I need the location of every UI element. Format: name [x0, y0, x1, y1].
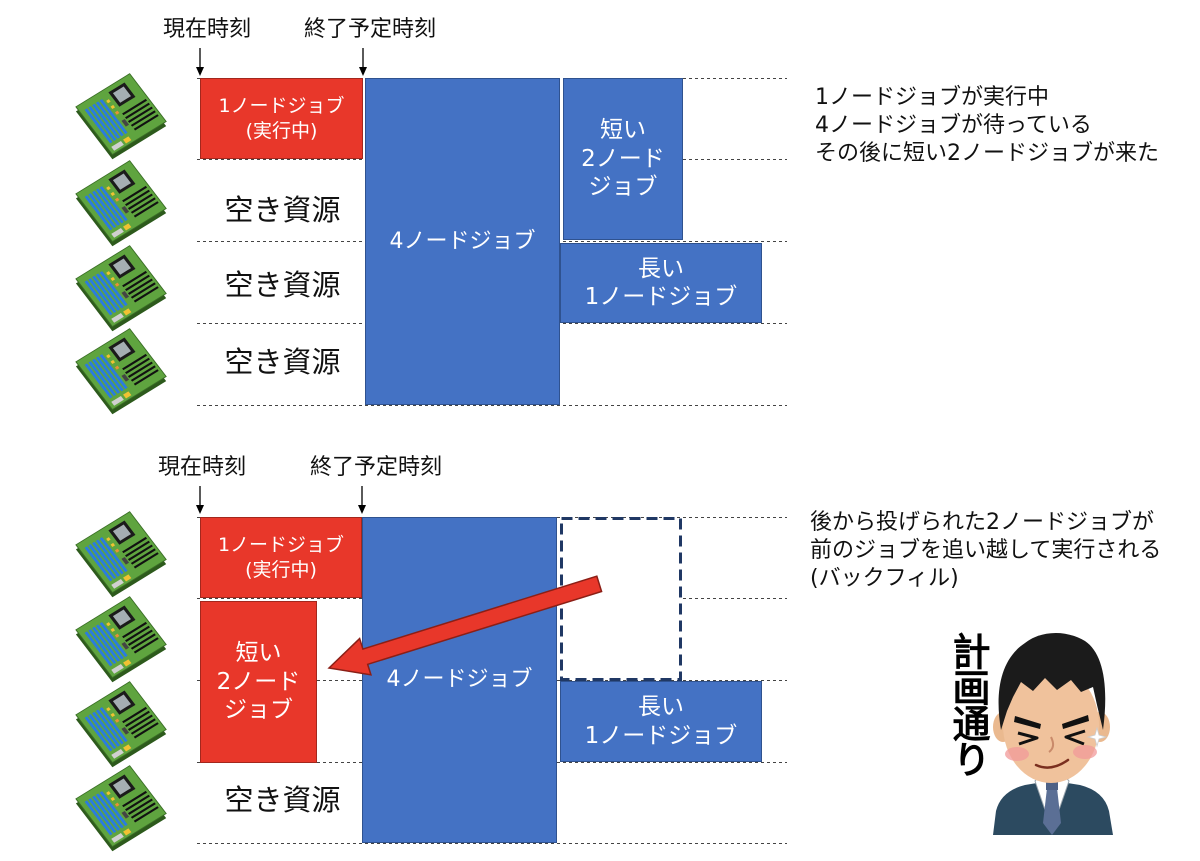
smug-businessman-illustration	[993, 632, 1113, 835]
description-line: その後に短い2ノードジョブが来た	[815, 141, 1159, 166]
top-description: 1ノードジョブが実行中 4ノードジョブが待っている その後に短い2ノードジョブが…	[815, 84, 1159, 168]
bottom-end-time-label: 終了予定時刻	[310, 455, 443, 480]
description-line: 前のジョブを追い越して実行される	[810, 538, 1162, 563]
job-label-line: 1ノードジョブ	[584, 284, 738, 310]
description-line: (バックフィル)	[810, 566, 959, 591]
bottom-description: 後から投げられた2ノードジョブが 前のジョブを追い越して実行される (バックフィ…	[810, 509, 1161, 593]
job-label-line: 短い	[600, 117, 646, 144]
job-label-line: 4ノードジョブ	[386, 667, 533, 692]
bottom-four-node-job-box: 4ノードジョブ	[362, 517, 557, 843]
compute-node-icon	[75, 327, 167, 415]
bottom-running-job-box: 1ノードジョブ (実行中)	[200, 517, 362, 598]
top-free-resource-label: 空き資源	[224, 193, 341, 227]
job-label-line: 1ノードジョブ	[217, 533, 345, 556]
job-label-line: 2ノード	[216, 668, 301, 695]
job-label-line: ジョブ	[224, 697, 293, 724]
top-running-job-box: 1ノードジョブ (実行中)	[200, 78, 363, 159]
description-line: 1ノードジョブが実行中	[815, 85, 1049, 110]
compute-node-icon	[75, 680, 167, 768]
top-free-resource-label: 空き資源	[224, 268, 341, 302]
top-long-job-box: 長い 1ノードジョブ	[560, 243, 762, 323]
job-label-line: (実行中)	[245, 119, 318, 142]
job-label-line: 短い	[235, 640, 282, 667]
compute-node-icon	[75, 595, 167, 683]
top-free-resource-label: 空き資源	[224, 345, 341, 379]
job-label-line: 長い	[638, 694, 684, 720]
top-end-time-label: 終了予定時刻	[304, 17, 437, 42]
job-label-line: 長い	[638, 255, 684, 282]
compute-node-icon	[75, 159, 167, 247]
top-current-time-label: 現在時刻	[163, 17, 252, 42]
job-label-line: 1ノードジョブ	[584, 722, 738, 749]
job-label-line: ジョブ	[588, 174, 658, 201]
top-short-job-box: 短い 2ノード ジョブ	[563, 78, 683, 240]
description-line: 後から投げられた2ノードジョブが	[810, 510, 1154, 535]
job-label-line: 1ノードジョブ	[218, 94, 345, 117]
bottom-free-resource-label: 空き資源	[224, 783, 341, 817]
job-label-line: 4ノードジョブ	[389, 228, 536, 254]
keikaku-doori-caption: 計画通り	[946, 632, 990, 776]
compute-node-icon	[75, 510, 167, 598]
compute-node-icon	[75, 72, 167, 160]
compute-node-icon	[75, 244, 167, 332]
bottom-backfilled-short-job-box: 短い 2ノード ジョブ	[200, 601, 317, 763]
bottom-current-time-label: 現在時刻	[158, 455, 247, 480]
job-label-line: 2ノード	[581, 145, 665, 172]
description-line: 4ノードジョブが待っている	[815, 113, 1092, 138]
top-four-node-job-box: 4ノードジョブ	[365, 78, 560, 405]
job-label-line: (実行中)	[245, 558, 317, 581]
compute-node-icon	[75, 764, 167, 852]
bottom-long-job-box: 長い 1ノードジョブ	[560, 681, 762, 762]
